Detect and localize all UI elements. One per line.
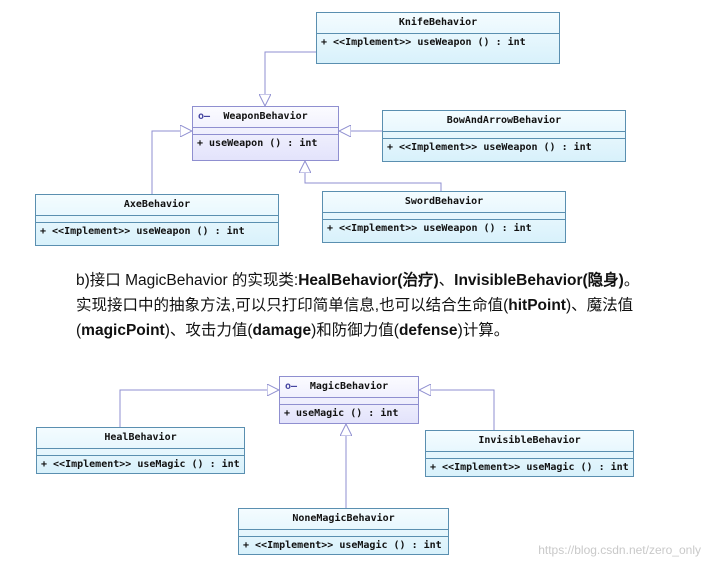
class-operation: + <<Implement>> useWeapon () : int bbox=[321, 37, 526, 48]
class-axe-behavior: AxeBehavior + <<Implement>> useWeapon ()… bbox=[35, 194, 279, 246]
attribute-compartment bbox=[37, 449, 244, 456]
class-name: SwordBehavior bbox=[323, 192, 565, 213]
description-text: b)接口 MagicBehavior 的实现类:HealBehavior(治疗)… bbox=[76, 272, 640, 339]
attribute-compartment bbox=[36, 216, 278, 223]
class-sword-behavior: SwordBehavior + <<Implement>> useWeapon … bbox=[322, 191, 566, 243]
class-name: KnifeBehavior bbox=[317, 13, 559, 34]
class-operation: + <<Implement>> useMagic () : int bbox=[41, 459, 240, 470]
invisible-realization-line bbox=[419, 390, 495, 430]
attribute-compartment bbox=[383, 132, 625, 139]
class-name: NoneMagicBehavior bbox=[239, 509, 448, 530]
class-operation: + <<Implement>> useWeapon () : int bbox=[40, 226, 245, 237]
class-operation: + <<Implement>> useWeapon () : int bbox=[327, 223, 532, 234]
interface-operation: + useWeapon () : int bbox=[197, 138, 318, 149]
attribute-compartment bbox=[426, 452, 633, 459]
interface-magic-behavior: o– MagicBehavior + useMagic () : int bbox=[279, 376, 419, 424]
attribute-compartment bbox=[323, 213, 565, 220]
class-invisible-behavior: InvisibleBehavior + <<Implement>> useMag… bbox=[425, 430, 634, 477]
attribute-compartment bbox=[239, 530, 448, 537]
class-operation: + <<Implement>> useMagic () : int bbox=[430, 462, 629, 473]
interface-name: WeaponBehavior bbox=[223, 111, 308, 122]
class-knife-behavior: KnifeBehavior + <<Implement>> useWeapon … bbox=[316, 12, 560, 64]
class-none-magic-behavior: NoneMagicBehavior + <<Implement>> useMag… bbox=[238, 508, 449, 555]
heal-realization-line bbox=[119, 390, 279, 427]
class-name: HealBehavior bbox=[37, 428, 244, 449]
class-name: BowAndArrowBehavior bbox=[383, 111, 625, 132]
interface-name: MagicBehavior bbox=[309, 381, 389, 392]
sword-realization-line bbox=[305, 161, 442, 191]
interface-icon: o– bbox=[198, 111, 211, 122]
axe-realization-line bbox=[151, 131, 192, 194]
attribute-compartment bbox=[193, 128, 338, 135]
class-operation: + <<Implement>> useWeapon () : int bbox=[387, 142, 592, 153]
interface-weapon-behavior: o– WeaponBehavior + useWeapon () : int bbox=[192, 106, 339, 161]
attribute-compartment bbox=[280, 398, 418, 405]
interface-operation: + useMagic () : int bbox=[284, 408, 399, 419]
class-heal-behavior: HealBehavior + <<Implement>> useMagic ()… bbox=[36, 427, 245, 474]
class-operation: + <<Implement>> useMagic () : int bbox=[243, 540, 442, 551]
class-name: InvisibleBehavior bbox=[426, 431, 633, 452]
watermark: https://blog.csdn.net/zero_only bbox=[538, 543, 701, 557]
class-bow-and-arrow-behavior: BowAndArrowBehavior + <<Implement>> useW… bbox=[382, 110, 626, 162]
class-name: AxeBehavior bbox=[36, 195, 278, 216]
interface-icon: o– bbox=[285, 381, 298, 392]
